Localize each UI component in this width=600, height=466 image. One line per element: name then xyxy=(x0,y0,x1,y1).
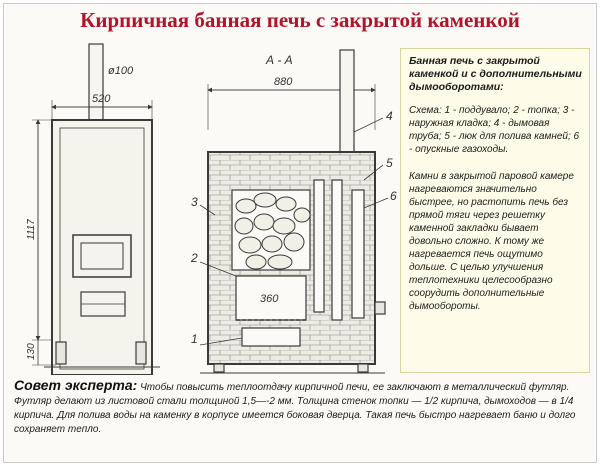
ash-pit xyxy=(241,327,301,347)
page-title: Кирпичная банная печь с закрытой каменко… xyxy=(80,8,520,32)
callout-1: 1 xyxy=(191,332,198,346)
flue-c xyxy=(351,189,365,319)
front-view xyxy=(32,43,160,375)
height-total-label: 1117 xyxy=(26,219,37,240)
front-chimney xyxy=(88,43,104,121)
stones xyxy=(234,192,311,270)
description-box: Банная печь с закрытой каменкой и с допо… xyxy=(400,48,590,373)
width-front-label: 520 xyxy=(92,93,111,105)
section-chimney xyxy=(339,49,355,163)
expert-tip: Совет эксперта: Чтобы повысить теплоотда… xyxy=(14,378,589,437)
stove-drawing: ø100 520 1117 130 А - А xyxy=(26,43,397,375)
section-view xyxy=(199,49,389,374)
flue-b xyxy=(331,179,343,321)
pouring-hatch xyxy=(374,301,386,315)
callout-4: 4 xyxy=(386,109,393,123)
chamber-label: 360 xyxy=(260,293,279,305)
description-heading: Банная печь с закрытой каменкой и с допо… xyxy=(409,55,582,93)
description-text: Камни в закрытой паровой камере нагреваю… xyxy=(409,171,574,312)
callout-3: 3 xyxy=(191,195,198,209)
flue-a xyxy=(313,179,325,313)
firebox xyxy=(235,275,307,321)
leg-height-label: 130 xyxy=(26,343,37,360)
callout-2: 2 xyxy=(190,251,198,265)
pipe-diameter-label: ø100 xyxy=(108,65,134,77)
front-door xyxy=(72,234,132,278)
legend-text: Схема: 1 - поддувало; 2 - топка; 3 - нар… xyxy=(409,105,580,155)
expert-tip-text: Чтобы повысить теплоотдачу кирпичной печ… xyxy=(14,382,576,435)
expert-tip-lead: Совет эксперта: xyxy=(14,377,138,393)
section-label: А - А xyxy=(265,53,293,67)
front-body xyxy=(51,119,153,375)
callout-5: 5 xyxy=(386,156,393,170)
width-section-label: 880 xyxy=(274,76,293,88)
callout-6: 6 xyxy=(390,189,397,203)
